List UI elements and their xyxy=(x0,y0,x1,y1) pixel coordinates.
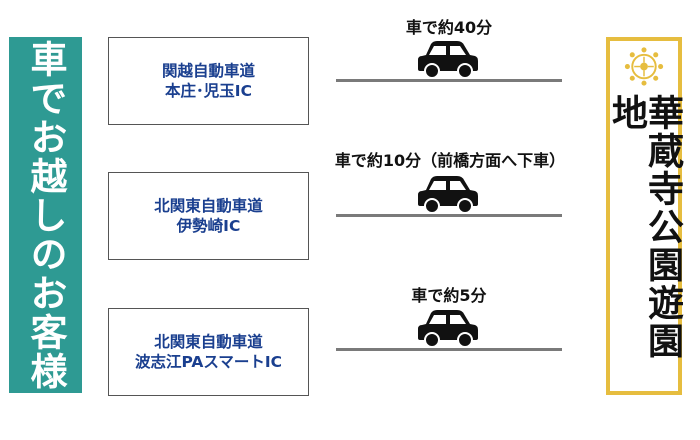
left-banner-text: 車でお越しのお客様 xyxy=(24,39,67,391)
ic-box-isesaki: 北関東自動車道 伊勢崎IC xyxy=(108,172,309,260)
left-banner: 車でお越しのお客様 xyxy=(9,37,82,393)
route-time-label: 車で約10分（前橋方面へ下車） xyxy=(334,151,566,170)
road-line xyxy=(336,79,562,82)
route-time-label: 車で約40分 xyxy=(405,18,493,37)
ic-box-kanetsu: 関越自動車道 本庄･児玉IC xyxy=(108,37,309,125)
right-banner: 華蔵寺公園遊園地 xyxy=(606,37,683,395)
car-icon xyxy=(417,309,479,349)
flower-crest-icon xyxy=(624,47,664,86)
road-line xyxy=(336,348,562,351)
route-time-label: 車で約5分 xyxy=(411,286,487,305)
car-icon xyxy=(417,40,479,80)
ic-line1: 北関東自動車道 xyxy=(154,333,263,351)
ic-line1: 北関東自動車道 xyxy=(154,197,263,215)
right-banner-text: 華蔵寺公園遊園地 xyxy=(606,94,683,361)
ic-line2: 伊勢崎IC xyxy=(176,217,241,235)
ic-line2: 波志江PAスマートIC xyxy=(134,353,283,371)
car-icon xyxy=(417,175,479,215)
road-line xyxy=(336,214,562,217)
ic-box-hashie: 北関東自動車道 波志江PAスマートIC xyxy=(108,308,309,396)
ic-line2: 本庄･児玉IC xyxy=(165,82,252,100)
ic-line1: 関越自動車道 xyxy=(161,62,255,80)
